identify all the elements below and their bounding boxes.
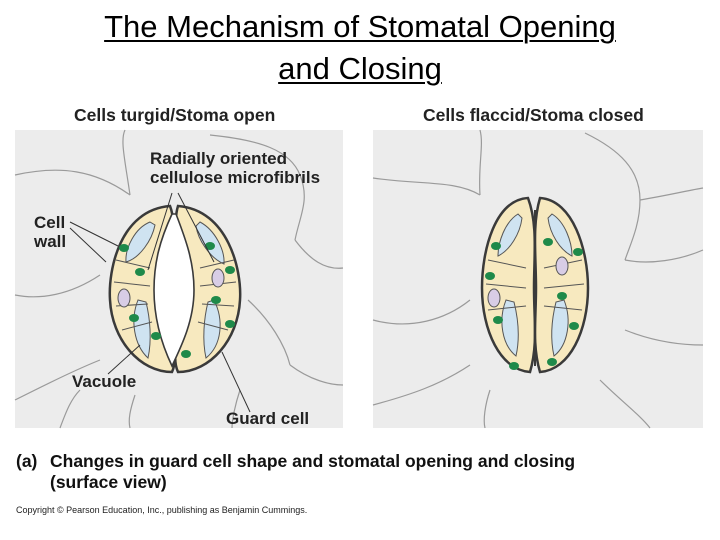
slide-title: The Mechanism of Stomatal Opening and Cl… bbox=[0, 6, 720, 90]
leader-lines bbox=[69, 192, 251, 413]
vacuoles-closed bbox=[497, 213, 573, 357]
caption-tag: (a) bbox=[16, 451, 38, 471]
nuclei-open bbox=[117, 268, 225, 308]
panel-closed-title: Cells flaccid/Stoma closed bbox=[423, 105, 644, 125]
leader-vacuole bbox=[107, 344, 141, 375]
chloroplasts-closed bbox=[485, 238, 583, 370]
panel-open-title: Cells turgid/Stoma open bbox=[74, 105, 276, 125]
epidermal-cells-right bbox=[372, 129, 704, 429]
caption-line-2: (surface view) bbox=[50, 472, 167, 492]
epidermal-cells-left bbox=[14, 129, 344, 429]
leader-microfibrils bbox=[147, 192, 173, 271]
stoma-pore-open bbox=[153, 213, 195, 368]
label-microfibrils: Radially oriented cellulose microfibrils bbox=[150, 149, 320, 187]
label-cell-wall-line-1: Cell bbox=[34, 213, 66, 232]
slide-title-line-2: and Closing bbox=[278, 51, 442, 86]
guard-cells-closed bbox=[480, 196, 590, 374]
label-cell-wall: Cell wall bbox=[34, 213, 66, 251]
label-microfibrils-line-2: cellulose microfibrils bbox=[150, 168, 321, 187]
leader-microfibrils-2 bbox=[177, 192, 215, 263]
guard-cells-open bbox=[108, 204, 242, 374]
slide-title-line-1: The Mechanism of Stomatal Opening bbox=[104, 9, 616, 44]
leader-cell-wall-2 bbox=[69, 227, 107, 263]
label-microfibrils-line-1: Radially oriented bbox=[150, 149, 287, 168]
nuclei-closed bbox=[487, 256, 569, 308]
chloroplasts-open bbox=[119, 242, 235, 358]
label-vacuole: Vacuole bbox=[72, 372, 137, 391]
label-guard-cell: Guard cell bbox=[226, 409, 310, 428]
caption-line-1: Changes in guard cell shape and stomatal… bbox=[50, 451, 576, 471]
leader-guard-cell bbox=[221, 351, 251, 413]
copyright-notice: Copyright © Pearson Education, Inc., pub… bbox=[16, 505, 308, 515]
label-cell-wall-line-2: wall bbox=[34, 232, 67, 251]
leader-cell-wall-1 bbox=[69, 221, 119, 247]
figure-caption: (a) Changes in guard cell shape and stoma… bbox=[16, 451, 575, 493]
